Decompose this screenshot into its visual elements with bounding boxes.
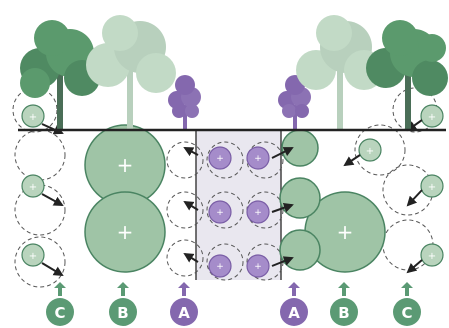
diagonal-arrow-icon xyxy=(406,189,423,207)
tree-small-purple-icon xyxy=(168,75,201,129)
diagonal-arrow-icon xyxy=(183,200,199,211)
svg-text:+: + xyxy=(428,251,436,262)
svg-text:B: B xyxy=(338,304,349,322)
diagonal-arrow-icon xyxy=(271,256,294,267)
svg-text:+: + xyxy=(29,251,37,262)
svg-text:+: + xyxy=(216,262,224,272)
svg-text:+: + xyxy=(337,220,354,244)
svg-text:+: + xyxy=(29,182,37,193)
badge-b-right: B xyxy=(330,298,358,326)
svg-text:A: A xyxy=(288,304,300,322)
svg-text:+: + xyxy=(254,154,262,164)
svg-text:+: + xyxy=(428,112,436,123)
svg-text:+: + xyxy=(117,153,134,177)
up-arrow-icon xyxy=(54,282,66,296)
badge-c-right: C xyxy=(393,298,421,326)
svg-text:+: + xyxy=(366,146,374,157)
diagonal-arrow-icon xyxy=(271,147,294,159)
svg-text:+: + xyxy=(216,154,224,164)
svg-text:+: + xyxy=(117,220,134,244)
svg-text:+: + xyxy=(428,182,436,193)
svg-text:A: A xyxy=(178,304,190,322)
badge-b-left: B xyxy=(109,298,137,326)
large-circle-plus-signs: + + + xyxy=(117,153,354,244)
diagonal-arrow-icon xyxy=(343,154,361,167)
svg-text:C: C xyxy=(401,304,412,322)
purple-tree-circles xyxy=(208,146,270,278)
diagonal-arrow-icon xyxy=(406,259,423,274)
up-arrow-icon xyxy=(117,282,129,296)
badge-c-left: C xyxy=(46,298,74,326)
small-green-circles xyxy=(21,104,444,267)
up-arrow-icon xyxy=(288,282,300,296)
label-arrows xyxy=(54,282,413,296)
diagonal-arrow-icon xyxy=(41,123,64,135)
tree-dark-icon xyxy=(20,20,100,130)
svg-text:+: + xyxy=(254,208,262,218)
label-badges: C B A A B C xyxy=(46,298,421,326)
svg-text:+: + xyxy=(29,112,37,123)
up-arrow-icon xyxy=(178,282,190,296)
small-circle-plus-signs: + + + + + + + xyxy=(29,112,436,262)
tree-faded-icon xyxy=(86,15,176,130)
svg-text:B: B xyxy=(117,304,128,322)
up-arrow-icon xyxy=(401,282,413,296)
tree-dark-icon xyxy=(366,20,448,130)
diagonal-arrow-icon xyxy=(41,262,64,277)
tree-small-purple-icon xyxy=(278,75,311,129)
up-arrow-icon xyxy=(338,282,350,296)
svg-text:C: C xyxy=(54,304,65,322)
growth-arrows xyxy=(41,119,423,277)
badge-a-right: A xyxy=(280,298,308,326)
badge-a-left: A xyxy=(170,298,198,326)
large-canopy-circles xyxy=(84,124,386,273)
diagonal-arrow-icon xyxy=(271,202,294,213)
svg-text:+: + xyxy=(254,262,262,272)
svg-text:+: + xyxy=(216,208,224,218)
diagonal-arrow-icon xyxy=(183,147,199,157)
diagonal-arrow-icon xyxy=(41,193,64,206)
purple-circle-plus-signs: + + + + + + xyxy=(216,154,262,272)
diagonal-arrow-icon xyxy=(183,252,199,263)
